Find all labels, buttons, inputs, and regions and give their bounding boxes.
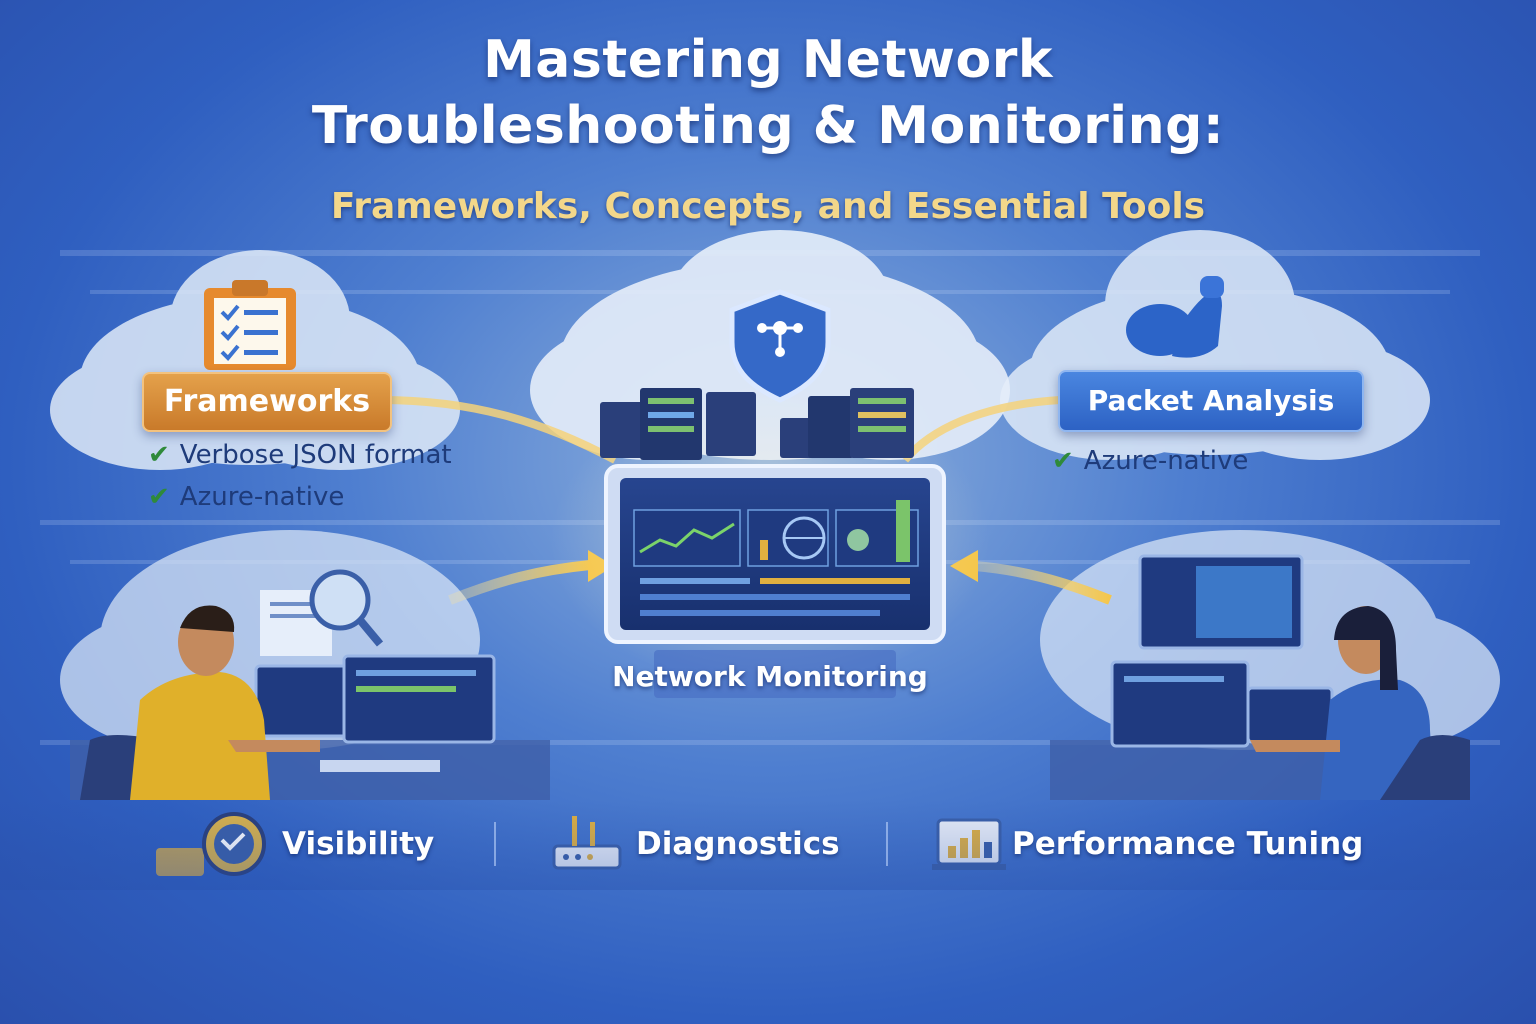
pillar-label: Visibility [282, 826, 435, 862]
clipboard-checklist-icon [204, 280, 296, 370]
check-icon: ✔ [148, 482, 170, 512]
router-icon [552, 816, 622, 870]
flexed-arm-icon [1126, 276, 1224, 358]
server-racks [600, 388, 914, 460]
eye-badge-icon [156, 812, 266, 876]
pillar-performance-tuning: Performance Tuning [998, 812, 1363, 876]
title-line-2: Troubleshooting & Monitoring: [311, 96, 1225, 156]
pillar-visibility: Visibility [268, 812, 434, 876]
divider [494, 822, 496, 866]
frameworks-label: Frameworks [142, 372, 392, 432]
frameworks-item-2: ✔ Azure-native [148, 482, 344, 512]
pillar-diagnostics: Diagnostics [622, 812, 840, 876]
central-monitor [604, 464, 946, 698]
flow-arrow-top-left [379, 396, 617, 464]
frameworks-item-text: Azure-native [179, 482, 345, 512]
subtitle: Frameworks, Concepts, and Essential Tool… [330, 186, 1206, 227]
frameworks-item-text: Verbose JSON format [179, 440, 452, 470]
right-workstation [1050, 554, 1470, 800]
check-icon: ✔ [148, 440, 170, 470]
network-monitoring-label: Network Monitoring [612, 660, 928, 693]
packet-analysis-item-1: ✔ Azure-native [1052, 446, 1248, 476]
check-icon: ✔ [1052, 446, 1074, 476]
packet-analysis-label: Packet Analysis [1058, 370, 1364, 432]
frameworks-item-1: ✔ Verbose JSON format [148, 440, 452, 470]
bar-chart-monitor-icon [932, 818, 1006, 870]
title-line-1: Mastering Network [483, 30, 1053, 90]
shield-network-icon [729, 289, 831, 403]
flow-arrow-bottom-right [974, 561, 1112, 605]
packet-analysis-item-text: Azure-native [1083, 446, 1249, 476]
left-workstation [70, 569, 550, 800]
pillar-label: Diagnostics [636, 826, 840, 862]
bottom-band [0, 800, 1536, 890]
divider [886, 822, 888, 866]
pillar-label: Performance Tuning [1012, 826, 1364, 862]
